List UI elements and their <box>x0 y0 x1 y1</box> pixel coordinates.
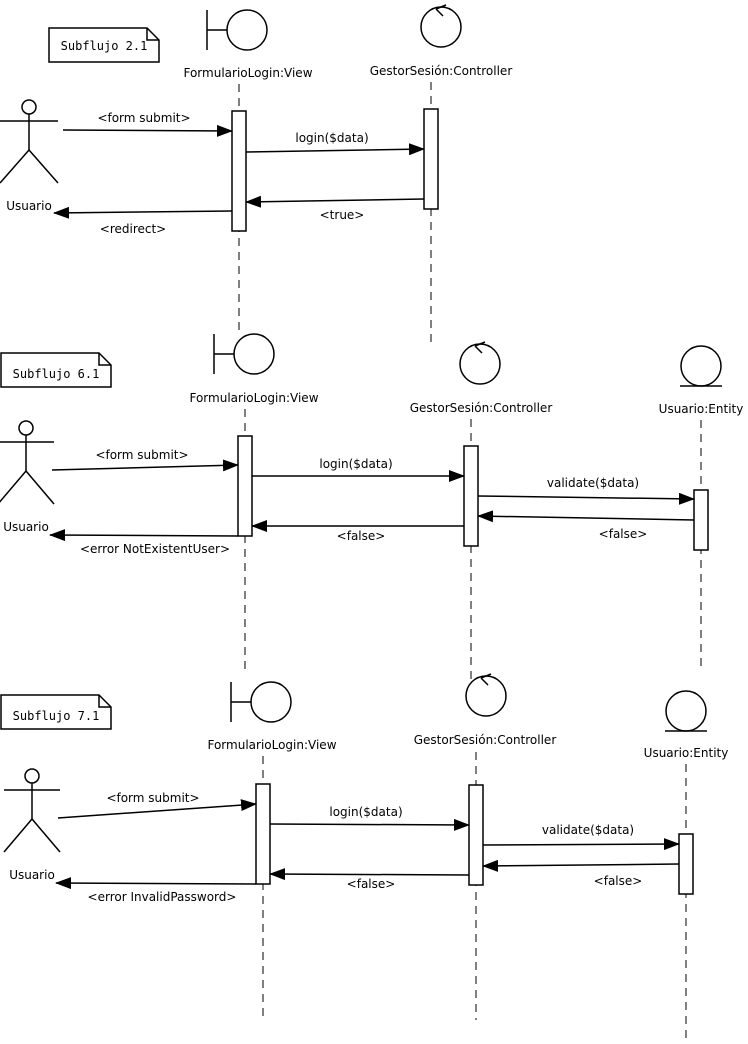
message-label-reply: <true> <box>320 208 365 222</box>
note-subflujo-2-1: Subflujo 2.1 <box>48 27 160 63</box>
messages: <form submit> login($data) validate($dat… <box>49 448 695 556</box>
message-arrow-entity-reply <box>477 510 695 523</box>
actor-usuario: Usuario <box>0 420 55 534</box>
entity-usuario: Usuario:Entity <box>644 690 729 1044</box>
control-activation <box>463 445 479 547</box>
message-label-login: login($data) <box>329 805 402 819</box>
note-subflujo-7-1: Subflujo 7.1 <box>0 694 112 730</box>
message-arrow-result <box>49 529 239 542</box>
control-gestorsesion: GestorSesión:Controller <box>410 341 553 680</box>
boundary-label: FormularioLogin:View <box>189 391 318 405</box>
message-arrow-reply <box>269 868 470 881</box>
control-label: GestorSesión:Controller <box>410 401 553 415</box>
message-arrow-validate <box>477 492 695 505</box>
actor-label: Usuario <box>3 520 49 534</box>
boundary-formulariologin: FormularioLogin:View <box>207 681 337 1020</box>
sequence-diagram-subflujo-6-1: Subflujo 6.1 Usuario FormularioLogin:Vie… <box>0 333 744 680</box>
actor-usuario: Usuario <box>0 99 59 213</box>
boundary-label: FormularioLogin:View <box>183 66 312 80</box>
message-arrow-reply <box>245 195 425 208</box>
sequence-diagram-subflujo-2-1: Subflujo 2.1 Usuario FormularioLogin:Vie… <box>0 4 513 345</box>
message-label-form-submit: <form submit> <box>95 448 188 462</box>
control-gestorsesion: GestorSesión:Controller <box>414 673 557 1020</box>
control-activation <box>468 784 484 886</box>
message-arrow-form-submit <box>57 799 257 819</box>
message-label-result: <redirect> <box>100 222 166 236</box>
message-label-reply: <false> <box>347 877 396 891</box>
entity-usuario: Usuario:Entity <box>659 345 744 670</box>
boundary-formulariologin: FormularioLogin:View <box>189 333 319 670</box>
actor-label: Usuario <box>6 199 52 213</box>
messages: <form submit> login($data) validate($dat… <box>55 791 680 904</box>
boundary-activation <box>255 783 271 885</box>
message-label-login: login($data) <box>319 457 392 471</box>
message-label-form-submit: <form submit> <box>97 111 190 125</box>
entity-activation <box>678 833 694 895</box>
message-label-entity-reply: <false> <box>594 874 643 888</box>
message-label-reply: <false> <box>337 529 386 543</box>
entity-activation <box>693 489 709 551</box>
note-label: Subflujo 6.1 <box>13 367 100 381</box>
message-arrow-form-submit <box>51 459 239 472</box>
actor-label: Usuario <box>9 868 55 882</box>
message-arrow-login <box>245 143 425 156</box>
control-label: GestorSesión:Controller <box>370 64 513 78</box>
sequence-diagram-subflujo-7-1: Subflujo 7.1 Usuario FormularioLogin:Vie… <box>0 673 729 1044</box>
entity-label: Usuario:Entity <box>659 402 744 416</box>
entity-label: Usuario:Entity <box>644 746 729 760</box>
message-label-login: login($data) <box>295 131 368 145</box>
control-label: GestorSesión:Controller <box>414 733 557 747</box>
actor-usuario: Usuario <box>3 768 61 882</box>
message-arrow-validate <box>482 838 680 851</box>
note-subflujo-6-1: Subflujo 6.1 <box>0 352 112 388</box>
message-label-result: <error NotExistentUser> <box>80 542 230 556</box>
message-arrow-form-submit <box>62 124 233 137</box>
boundary-activation <box>237 435 253 537</box>
boundary-formulariologin: FormularioLogin:View <box>183 9 313 335</box>
message-label-validate: validate($data) <box>542 823 634 837</box>
note-label: Subflujo 2.1 <box>61 39 148 53</box>
control-activation <box>423 108 439 210</box>
note-label: Subflujo 7.1 <box>13 709 100 723</box>
message-arrow-result <box>53 206 233 219</box>
message-label-result: <error InvalidPassword> <box>88 890 237 904</box>
boundary-label: FormularioLogin:View <box>207 738 336 752</box>
message-arrow-result <box>55 877 257 890</box>
message-arrow-login <box>269 818 470 831</box>
message-label-entity-reply: <false> <box>599 527 648 541</box>
boundary-activation <box>231 110 247 232</box>
message-arrow-entity-reply <box>482 859 680 872</box>
control-gestorsesion: GestorSesión:Controller <box>370 4 513 345</box>
message-label-validate: validate($data) <box>547 476 639 490</box>
message-label-form-submit: <form submit> <box>106 791 199 805</box>
messages: <form submit> login($data) <true> <redir… <box>53 111 425 236</box>
